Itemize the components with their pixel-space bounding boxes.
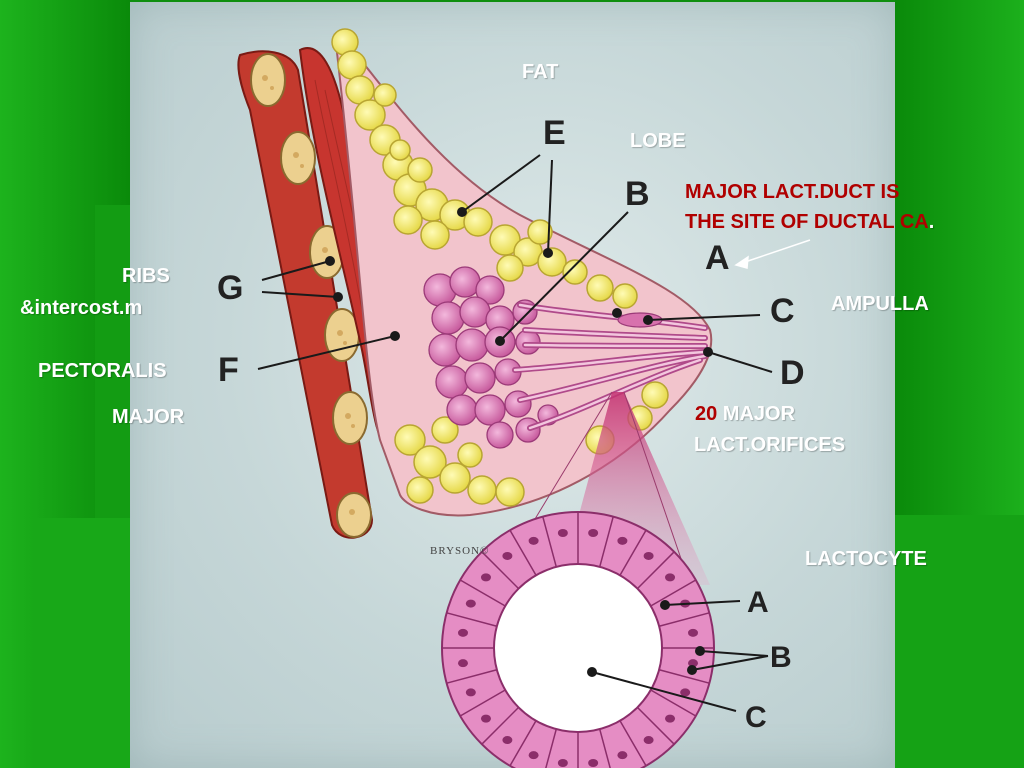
cell-nucleus bbox=[528, 536, 539, 545]
label-intercostal: &intercost.m bbox=[20, 297, 143, 319]
cell-wall bbox=[636, 706, 675, 745]
letter-a: A bbox=[705, 239, 730, 277]
alveolus-inset bbox=[441, 511, 715, 768]
letter-b: B bbox=[625, 175, 650, 213]
cell-wall bbox=[636, 551, 675, 590]
cell-nucleus bbox=[457, 628, 468, 637]
cell-wall bbox=[509, 529, 537, 576]
orifice-text1: MAJOR bbox=[717, 403, 796, 425]
cell-nucleus bbox=[665, 714, 676, 723]
cell-wall bbox=[650, 579, 697, 607]
cell-nucleus bbox=[465, 599, 476, 608]
cell-wall bbox=[599, 728, 611, 768]
cell-wall bbox=[509, 720, 537, 767]
duct-note-period: . bbox=[928, 211, 935, 233]
cell-nucleus bbox=[457, 659, 468, 668]
leader-lines bbox=[257, 154, 773, 712]
cell-wall bbox=[658, 669, 710, 684]
cell-wall bbox=[545, 728, 557, 768]
letter-d: D bbox=[780, 354, 805, 392]
cell-wall bbox=[658, 612, 710, 627]
cell-wall bbox=[650, 689, 697, 717]
cell-nucleus bbox=[557, 528, 568, 537]
cell-nucleus bbox=[688, 628, 699, 637]
label-ribs: RIBS bbox=[122, 265, 170, 287]
inset-letter-b: B bbox=[770, 641, 792, 674]
label-pectoralis: PECTORALIS bbox=[38, 360, 167, 382]
cell-nucleus bbox=[617, 751, 628, 760]
fat-lobules bbox=[331, 28, 669, 507]
breast-anatomy-diagram bbox=[237, 28, 811, 768]
cell-nucleus bbox=[480, 714, 491, 723]
cell-nucleus bbox=[557, 759, 568, 768]
cell-wall bbox=[599, 516, 614, 568]
cell-wall bbox=[542, 516, 557, 568]
inset-letter-c: C bbox=[745, 701, 767, 734]
cell-wall bbox=[481, 551, 520, 590]
cell-nucleus bbox=[643, 551, 654, 560]
cell-nucleus bbox=[465, 688, 476, 697]
cell-wall bbox=[481, 706, 520, 745]
breast-tissue bbox=[333, 33, 713, 517]
letter-g: G bbox=[217, 269, 244, 307]
label-ampulla: AMPULLA bbox=[831, 293, 929, 315]
letter-f: F bbox=[218, 351, 239, 389]
cell-nucleus bbox=[480, 573, 491, 582]
cell-nucleus bbox=[528, 751, 539, 760]
orifice-note-line1: 20 MAJOR bbox=[695, 400, 795, 428]
leader-dots bbox=[325, 207, 713, 677]
background-strip bbox=[895, 515, 1024, 768]
cell-nucleus bbox=[588, 759, 599, 768]
cell-wall bbox=[619, 529, 647, 576]
diagram-panel: BRYSON© bbox=[130, 2, 895, 768]
cell-wall bbox=[459, 579, 506, 607]
duct-note-line2: THE SITE OF DUCTAL CA. bbox=[685, 208, 934, 236]
cell-nucleus bbox=[502, 551, 513, 560]
cell-wall bbox=[446, 669, 498, 684]
label-lactocyte: LACTOCYTE bbox=[805, 548, 927, 570]
cell-wall bbox=[446, 612, 498, 627]
cell-nucleus bbox=[502, 736, 513, 745]
illustrator-credit: BRYSON© bbox=[430, 545, 490, 557]
label-fat: FAT bbox=[522, 61, 559, 83]
cell-nucleus bbox=[643, 736, 654, 745]
cell-nucleus bbox=[665, 573, 676, 582]
cell-wall bbox=[619, 720, 647, 767]
background-strip bbox=[35, 518, 130, 768]
label-major: MAJOR bbox=[112, 406, 185, 428]
inset-letter-a: A bbox=[747, 586, 769, 619]
mammary-lobes bbox=[423, 266, 559, 449]
arrow-to-duct bbox=[734, 239, 811, 269]
cell-nucleus bbox=[688, 659, 699, 668]
orifice-note-line2: LACT.ORIFICES bbox=[694, 434, 846, 456]
cell-nucleus bbox=[588, 528, 599, 537]
cell-nucleus bbox=[680, 688, 691, 697]
duct-note-text: THE SITE OF DUCTAL CA bbox=[685, 211, 929, 233]
letter-e: E bbox=[543, 114, 566, 152]
cell-wall bbox=[459, 689, 506, 717]
cell-nucleus bbox=[617, 536, 628, 545]
orifice-count: 20 bbox=[695, 403, 718, 425]
letter-c: C bbox=[770, 292, 795, 330]
label-lobe: LOBE bbox=[630, 130, 686, 152]
duct-note-line1: MAJOR LACT.DUCT IS bbox=[685, 181, 900, 203]
